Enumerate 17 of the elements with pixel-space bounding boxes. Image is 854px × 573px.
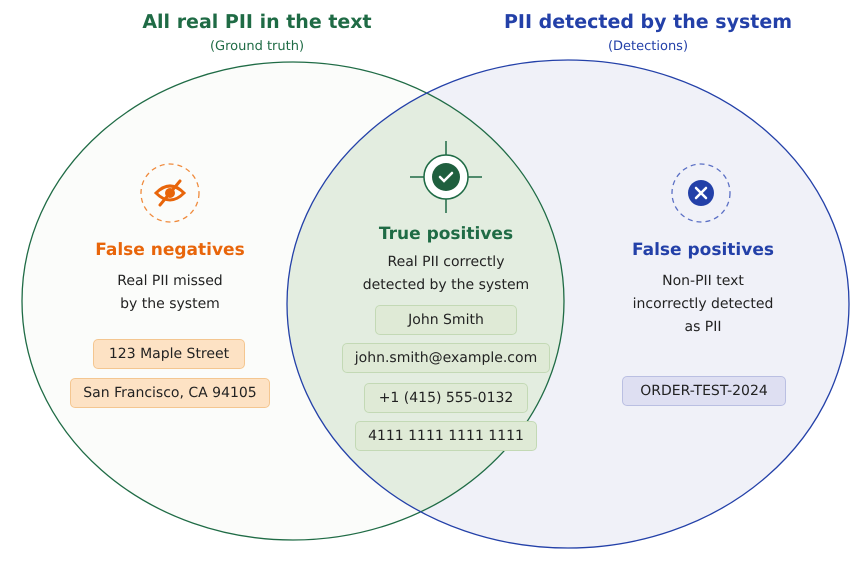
section-description: Real PII missed by the system: [116, 272, 224, 314]
circle-subtitle: (Ground truth): [208, 39, 306, 54]
section-heading: False negatives: [94, 240, 246, 260]
section-heading: False positives: [631, 240, 775, 260]
circle-title: All real PII in the text: [141, 11, 373, 33]
pii-chip: San Francisco, CA 94105: [70, 378, 270, 408]
section-heading: True positives: [378, 224, 514, 244]
pii-chip: John Smith: [375, 305, 517, 335]
pii-chip: john.smith@example.com: [342, 343, 550, 373]
section-description: Real PII correctly detected by the system: [362, 253, 530, 295]
pii-chip: 4111 1111 1111 1111: [355, 421, 537, 451]
circle-subtitle: (Detections): [606, 39, 690, 54]
pii-chip: 123 Maple Street: [93, 339, 245, 369]
pii-chip: ORDER-TEST-2024: [622, 376, 786, 406]
section-description: Non-PII text incorrectly detected as PII: [632, 272, 774, 337]
circle-title: PII detected by the system: [502, 11, 794, 33]
pii-chip: +1 (415) 555-0132: [364, 383, 528, 413]
